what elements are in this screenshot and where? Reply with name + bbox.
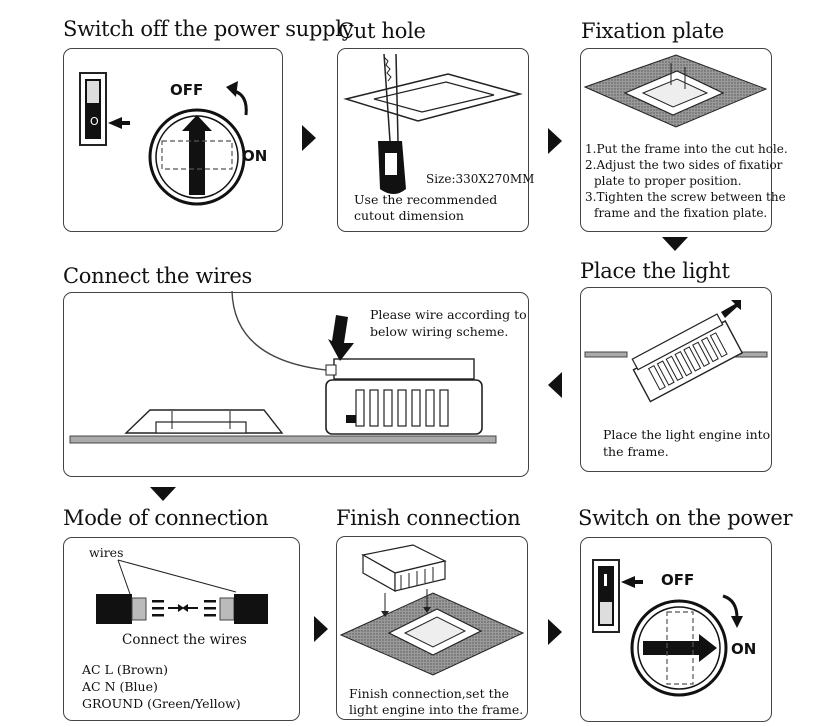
step3-panel: 1.Put the frame into the cut hole. 2.Adj…: [580, 48, 788, 232]
fixation-step3-cont: frame and the fixation plate.: [594, 206, 768, 220]
arrow-right-icon: [548, 128, 562, 154]
power-off-illustration: O: [79, 72, 248, 206]
wires-label: wires: [89, 545, 124, 560]
cut-hole-illustration: [343, 53, 523, 194]
step3-title: Fixation plate: [581, 19, 724, 43]
fixation-plate-illustration: [583, 54, 768, 128]
wiring-note-line1: Please wire according to: [370, 307, 527, 322]
step2-title: Cut hole: [338, 19, 426, 43]
place-note-line2: the frame.: [603, 444, 669, 459]
wiring-illustration: [69, 290, 497, 444]
ac-n-label: AC N (Blue): [82, 679, 158, 694]
fixation-step2-cont: plate to proper position.: [594, 174, 742, 188]
step2-panel: Size:330X270MM Use the recommended cutou…: [337, 48, 534, 232]
step1-title: Switch off the power supply: [63, 17, 354, 41]
fixation-step3: 3.Tighten the screw between the: [585, 190, 786, 204]
place-note-line1: Place the light engine into: [603, 427, 771, 442]
connection-scheme-illustration: [96, 559, 268, 624]
fixation-step2: 2.Adjust the two sides of fixatior: [585, 158, 783, 172]
step4-panel: Please wire according to below wiring sc…: [63, 290, 529, 477]
cut-size-label: Size:330X270MM: [426, 172, 535, 186]
step5-title: Place the light: [580, 259, 730, 283]
power-on-illustration: [592, 559, 743, 697]
on-label: ON: [242, 147, 268, 165]
arrow-right-icon: [302, 125, 316, 151]
arrow-left-icon: [548, 372, 562, 398]
fixation-step1: 1.Put the frame into the cut hole.: [585, 142, 788, 156]
finish-connection-illustration: [339, 544, 525, 676]
place-light-illustration: [584, 300, 768, 403]
arrow-right-icon: [314, 616, 328, 642]
off-label: OFF: [170, 81, 204, 99]
on-label: ON: [731, 640, 757, 658]
wiring-note-line2: below wiring scheme.: [370, 324, 509, 339]
ac-l-label: AC L (Brown): [82, 662, 169, 677]
step7-title: Finish connection: [336, 506, 521, 530]
step6-title: Mode of connection: [63, 506, 269, 530]
finish-note-line1: Finish connection,set the: [349, 686, 510, 701]
arrow-down-icon: [662, 237, 688, 251]
arrow-down-icon: [150, 487, 176, 501]
step8-panel: OFF ON: [580, 537, 772, 722]
step8-title: Switch on the power: [578, 506, 793, 530]
cut-note-line1: Use the recommended: [354, 192, 498, 207]
finish-note-line2: light engine into the frame.: [349, 702, 524, 717]
step5-panel: Place the light engine into the frame.: [580, 287, 772, 472]
cut-note-line2: cutout dimension: [354, 208, 464, 223]
connect-wires-label: Connect the wires: [122, 632, 247, 648]
svg-text:O: O: [90, 115, 99, 128]
off-label: OFF: [661, 571, 695, 589]
arrow-right-icon: [548, 619, 562, 645]
step1-panel: O OFF ON: [63, 48, 283, 232]
step7-panel: Finish connection,set the light engine i…: [336, 536, 528, 720]
step6-panel: wires Connect the wires AC L (Brown) AC …: [63, 537, 300, 721]
ground-label: GROUND (Green/Yellow): [82, 696, 241, 711]
step4-title: Connect the wires: [63, 264, 252, 288]
